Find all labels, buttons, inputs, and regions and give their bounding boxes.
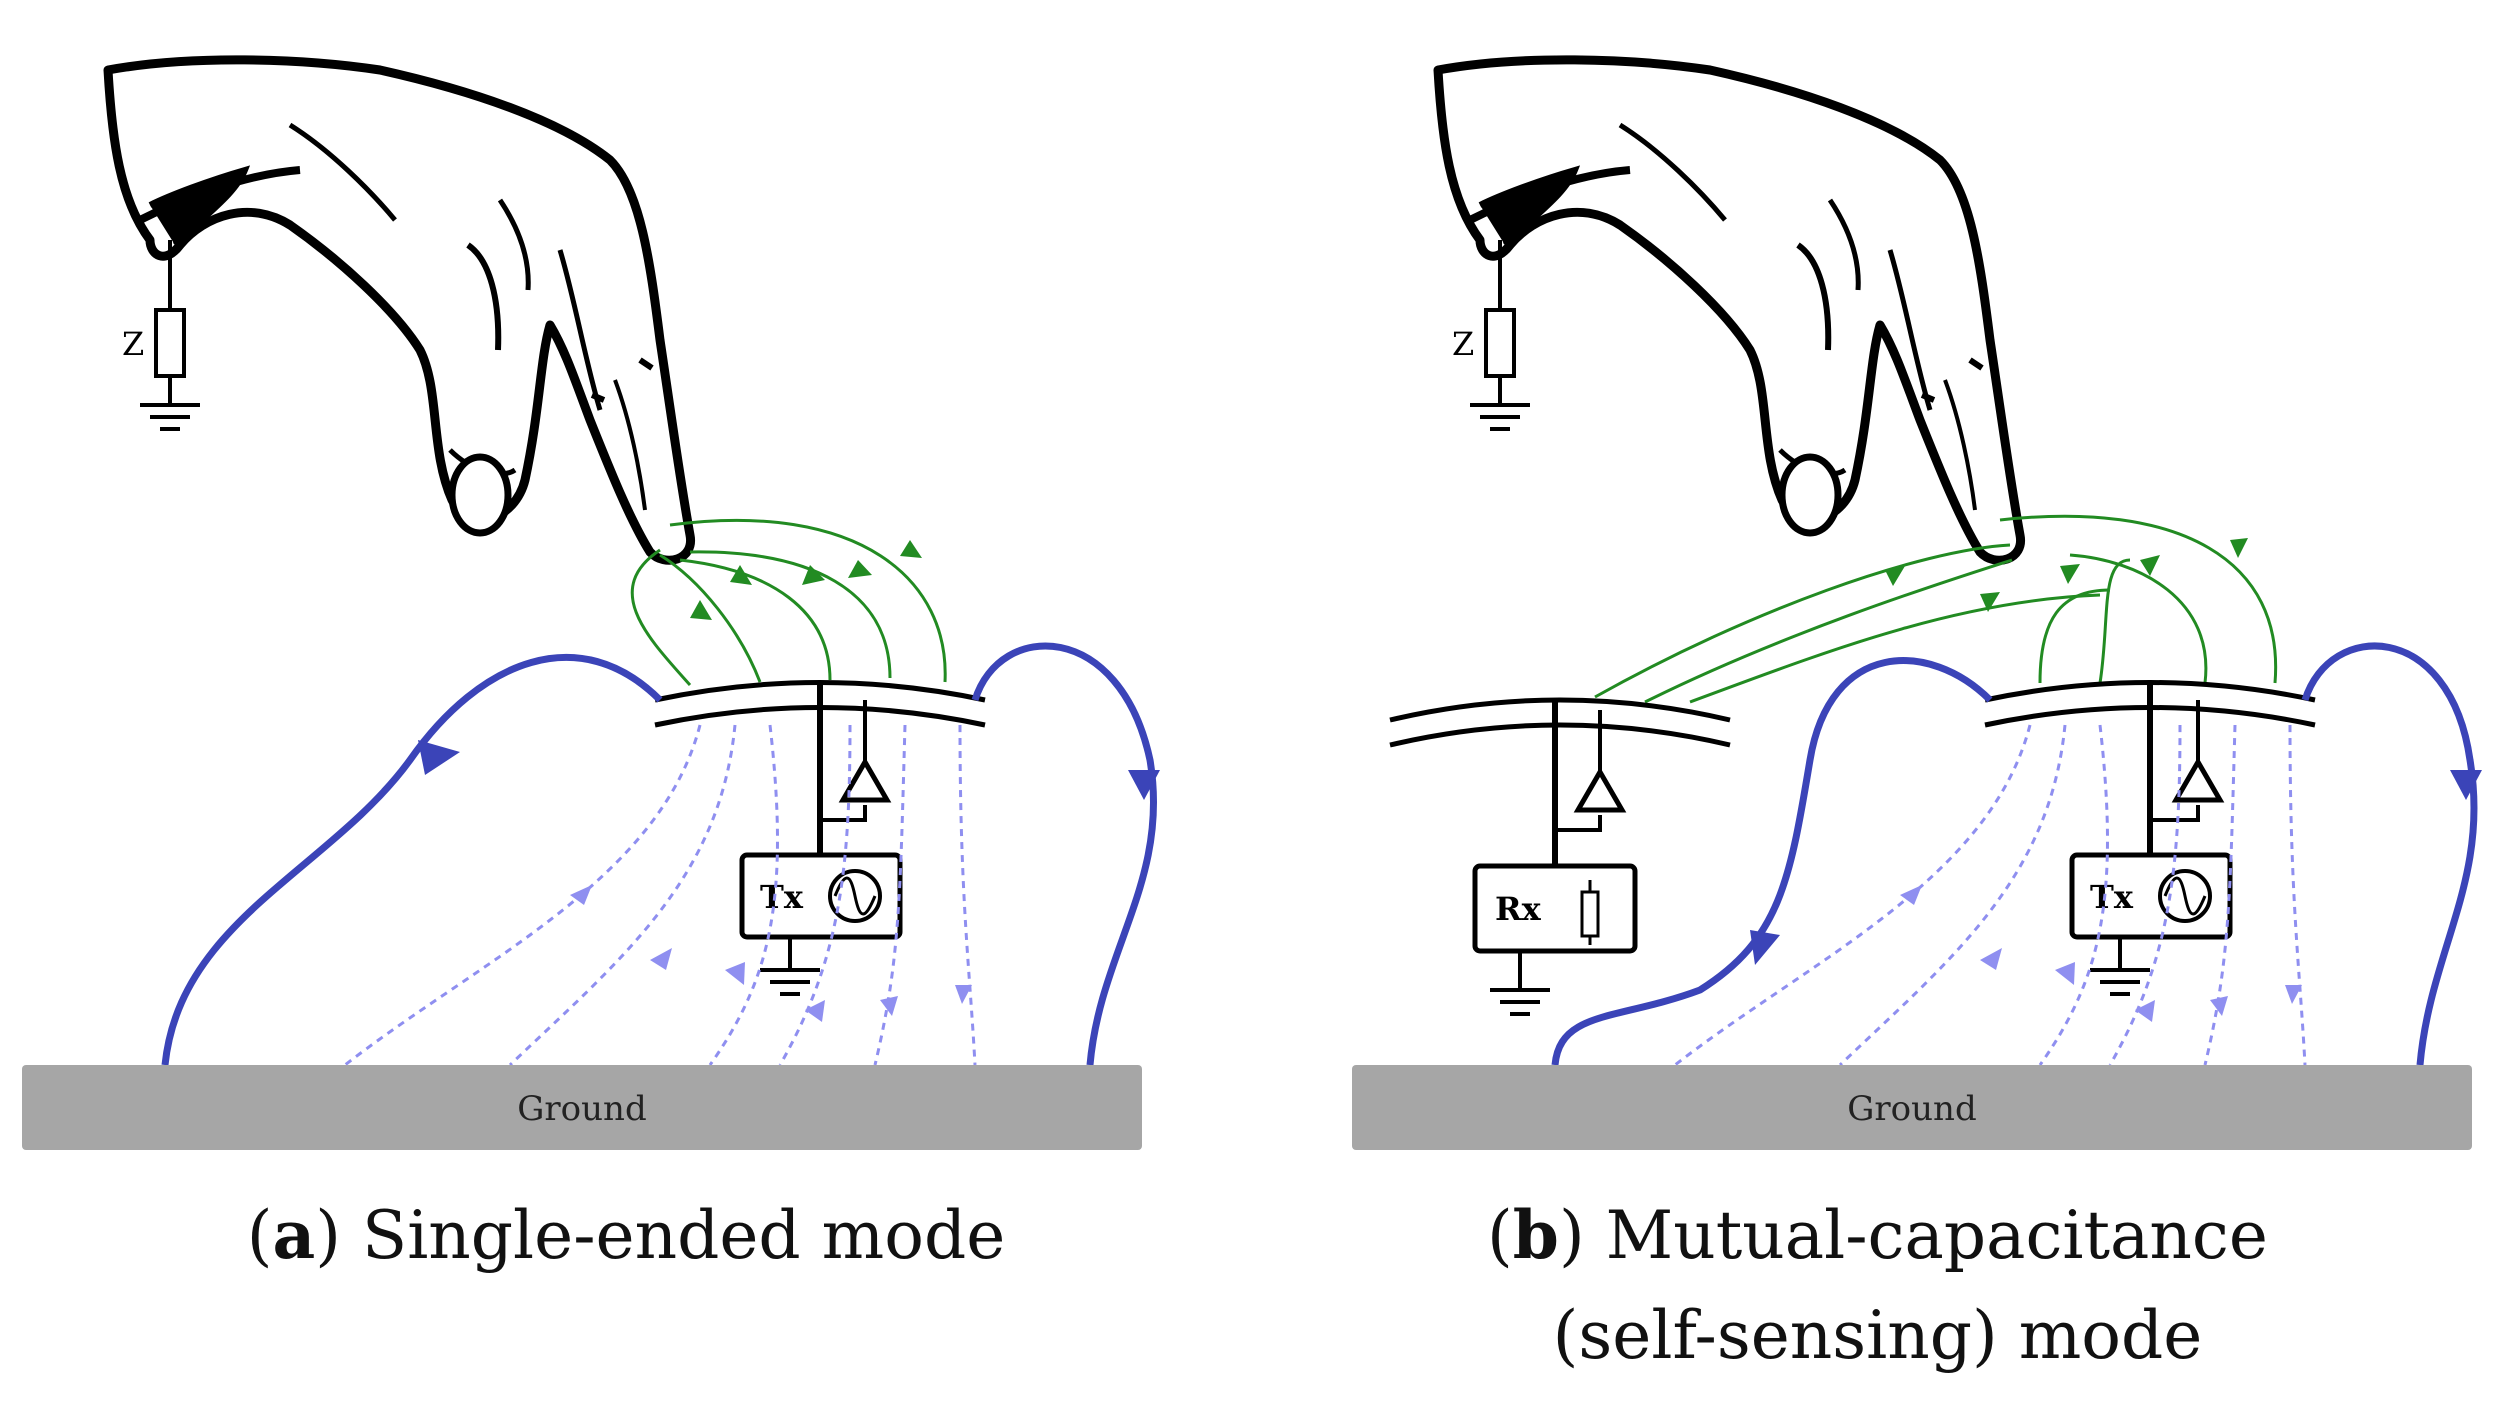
- return-arrow-a1: [418, 740, 460, 775]
- caption-b-letter: b: [1512, 1196, 1559, 1274]
- resistor-icon: [1580, 880, 1600, 945]
- dashed-field-a: [344, 724, 977, 1067]
- ground-label-b: Ground: [1847, 1089, 1976, 1129]
- wiring-b: [2147, 683, 2200, 855]
- ground-plane-a: [22, 1065, 1142, 1150]
- tx-label-b: Tx: [2090, 878, 2134, 916]
- wiring-rx: [1552, 700, 1602, 866]
- sine-source-icon: [828, 869, 882, 923]
- resistor-icon: [154, 240, 186, 405]
- rx-label: Rx: [1495, 890, 1542, 928]
- dashed-field-arrows-a: [570, 885, 972, 1022]
- return-path-b: [1551, 642, 2478, 1066]
- caption-a: (a) Single-ended mode: [246, 1196, 1006, 1274]
- return-arrow-a2: [1128, 770, 1160, 800]
- caption-b-line2: (self-sensing) mode: [1552, 1297, 2203, 1374]
- panel-b: Z Rx: [1352, 60, 2482, 1150]
- ground-label-a: Ground: [517, 1089, 646, 1129]
- pointing-hand-icon: [108, 60, 691, 560]
- ground-symbol-icon: [758, 968, 822, 996]
- caption-a-letter: a: [272, 1196, 316, 1274]
- ground-symbol-icon: [1468, 403, 1532, 431]
- caption-a-text: Single-ended mode: [341, 1197, 1006, 1274]
- dashed-field-b: [1674, 724, 2307, 1067]
- impedance-label-b: Z: [1452, 325, 1474, 363]
- ground-symbol-icon: [138, 403, 202, 431]
- dashed-field-arrows-b: [1900, 885, 2302, 1022]
- tx-label-a: Tx: [760, 878, 804, 916]
- ground-plane-b: [1352, 1065, 2472, 1150]
- ground-symbol-icon: [1488, 988, 1552, 1016]
- pointing-hand-icon: [1438, 60, 2021, 560]
- buffer-triangle-icon: [2176, 762, 2220, 800]
- field-lines-b: [1594, 514, 2278, 704]
- return-arrow-b1: [1750, 930, 1780, 965]
- return-path-a: [161, 642, 1157, 1066]
- ground-symbol-icon: [2088, 968, 2152, 996]
- resistor-icon: [1484, 240, 1516, 405]
- return-arrow-b2: [2450, 770, 2482, 800]
- wiring-a: [817, 683, 867, 855]
- panel-a: Z Tx: [22, 60, 1160, 1150]
- sine-source-icon: [2158, 869, 2212, 923]
- buffer-triangle-icon: [1578, 772, 1622, 810]
- caption-b: (b) Mutual-capacitance(self-sensing) mod…: [1487, 1196, 2268, 1374]
- impedance-label-a: Z: [122, 325, 144, 363]
- rx-electrode-plates: [1389, 697, 1731, 748]
- field-lines-a: [630, 518, 947, 686]
- caption-b-text: Mutual-capacitance: [1584, 1197, 2268, 1274]
